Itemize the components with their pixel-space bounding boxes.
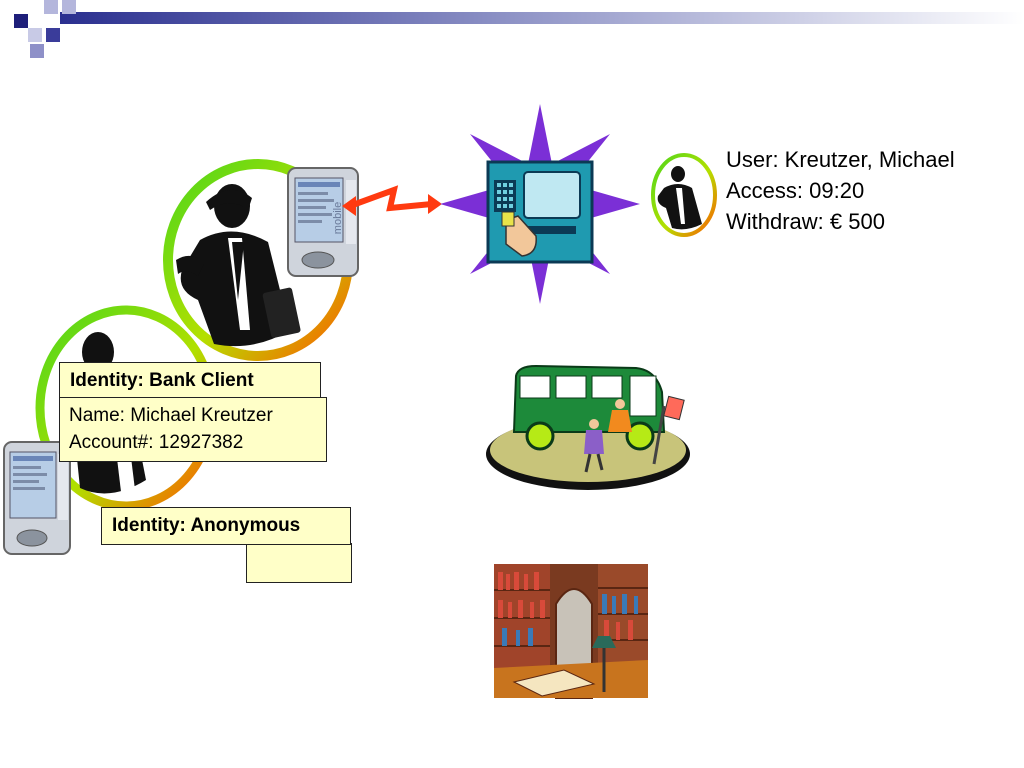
atm-machine-icon [440, 104, 640, 304]
identity-bank-client-title: Identity: Bank Client [70, 370, 254, 391]
access-time-text: Access: 09:20 [726, 178, 865, 203]
identity-anonymous-title: Identity: Anonymous [112, 515, 301, 536]
account-number-text: Account#: 12927382 [69, 432, 244, 453]
identity-bank-client-card: Identity: Bank Client [59, 362, 321, 400]
anonymous-details-card [246, 543, 352, 583]
library-icon [494, 564, 648, 699]
withdraw-amount-text: Withdraw: € 500 [726, 209, 885, 234]
wireless-signal-icon [342, 185, 442, 216]
user-avatar-icon [651, 153, 717, 237]
handheld-device-icon [287, 167, 359, 277]
businessman-icon [176, 184, 301, 347]
user-info-panel: User: Kreutzer, Michael Access: 09:20 Wi… [726, 144, 955, 237]
handheld-device-icon-2 [3, 441, 71, 555]
client-name-text: Name: Michael Kreutzer [69, 405, 273, 426]
bus-stop-icon [486, 364, 690, 490]
identity-anonymous-card: Identity: Anonymous [101, 507, 351, 545]
title-band-decoration [14, 0, 1024, 58]
bank-client-details-card: Name: Michael Kreutzer Account#: 1292738… [59, 397, 327, 462]
user-name-text: User: Kreutzer, Michael [726, 147, 955, 172]
